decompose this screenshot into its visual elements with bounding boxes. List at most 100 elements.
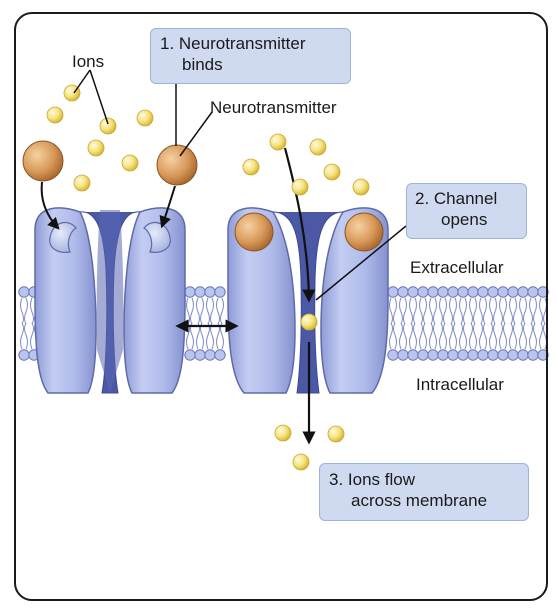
ion-particle (136, 109, 154, 127)
lipid-head (487, 349, 499, 361)
lipid-head (467, 349, 479, 361)
lipid-tail (409, 297, 417, 325)
neurotransmitter-leader-line (179, 111, 213, 157)
lipid-tail (529, 322, 537, 350)
neurotransmitter-molecule (22, 140, 64, 182)
lipid-tail (389, 297, 397, 325)
step2-leader-line (315, 225, 407, 301)
intracellular-label: Intracellular (416, 375, 504, 394)
lipid-head (537, 286, 549, 298)
step3-line1: 3. Ions flow (329, 470, 415, 489)
lipid-tail (449, 297, 457, 325)
step3-line2: across membrane (351, 491, 488, 510)
lipid-tail (439, 322, 447, 350)
ion-particle (274, 424, 292, 442)
lipid-bilayer (18, 286, 549, 361)
binding-arrow-right (159, 185, 176, 229)
ion-particle (309, 138, 327, 156)
ion-particles (46, 84, 370, 471)
binding-arrow-left (40, 181, 60, 230)
lipid-head (194, 286, 206, 298)
lipid-head (437, 349, 449, 361)
step2-box: 2. Channel opens (406, 183, 527, 239)
lipid-tail (479, 297, 487, 325)
neurotransmitter-molecule (156, 144, 198, 186)
lipid-tail (216, 297, 224, 325)
ions-leader-line (73, 69, 91, 94)
lipid-head (204, 286, 216, 298)
ion-particle (87, 139, 105, 157)
lipid-head (447, 286, 459, 298)
lipid-head (487, 286, 499, 298)
lipid-head (527, 286, 539, 298)
ion-particle (323, 163, 341, 181)
lipid-head (397, 349, 409, 361)
lipid-head (387, 349, 399, 361)
ion-path-arrow-entry (283, 147, 316, 303)
lipid-tail (509, 297, 517, 325)
lipid-head (477, 286, 489, 298)
lipid-tail (196, 297, 204, 325)
lipid-tail (469, 322, 477, 350)
ion-particle (291, 178, 309, 196)
ion-particle (99, 117, 117, 135)
ion-particle (121, 154, 139, 172)
lipid-head (427, 349, 439, 361)
lipid-head (214, 286, 226, 298)
lipid-tail (399, 322, 407, 350)
lipid-head (467, 286, 479, 298)
lipid-head (184, 286, 196, 298)
lipid-tail (419, 297, 427, 325)
lipid-tail (519, 297, 527, 325)
lipid-head (517, 349, 529, 361)
ion-particle (242, 158, 260, 176)
ions-leader-line (89, 69, 109, 125)
lipid-tail (399, 297, 407, 325)
lipid-tail (419, 322, 427, 350)
lipid-head (517, 286, 529, 298)
lipid-head (397, 286, 409, 298)
step2-line2: opens (441, 210, 488, 229)
ion-particle (269, 133, 287, 151)
lipid-tail (20, 322, 28, 350)
lipid-head (507, 286, 519, 298)
lipid-head (507, 349, 519, 361)
step3-box: 3. Ions flow across membrane (319, 463, 529, 521)
lipid-head (407, 286, 419, 298)
lipid-tail (206, 297, 214, 325)
lipid-tail (439, 297, 447, 325)
lipid-tail (429, 322, 437, 350)
step1-line2: binds (182, 55, 223, 74)
lipid-tail (479, 322, 487, 350)
step1-line1: 1. Neurotransmitter (160, 34, 306, 53)
lipid-tail (539, 322, 547, 350)
lipid-head (457, 349, 469, 361)
lipid-tail (469, 297, 477, 325)
step1-box: 1. Neurotransmitter binds (150, 28, 351, 84)
lipid-head (194, 349, 206, 361)
lipid-head (417, 349, 429, 361)
ion-particle (327, 425, 345, 443)
lipid-tail (519, 322, 527, 350)
lipid-head (457, 286, 469, 298)
ions-label: Ions (72, 52, 105, 71)
lipid-tail (459, 322, 467, 350)
lipid-head (407, 349, 419, 361)
lipid-tail (20, 297, 28, 325)
ion-particle (352, 178, 370, 196)
step2-line1: 2. Channel (415, 189, 498, 208)
ion-particle (292, 453, 310, 471)
lipid-tail (409, 322, 417, 350)
lipid-head (497, 349, 509, 361)
lipid-head (204, 349, 216, 361)
lipid-head (18, 286, 30, 298)
neurotransmitter-label: Neurotransmitter (210, 98, 337, 117)
lipid-head (427, 286, 439, 298)
lipid-tail (459, 297, 467, 325)
lipid-tail (539, 297, 547, 325)
lipid-tail (489, 322, 497, 350)
closed-ion-channel (34, 207, 186, 394)
lipid-head (184, 349, 196, 361)
ion-particle (73, 174, 91, 192)
